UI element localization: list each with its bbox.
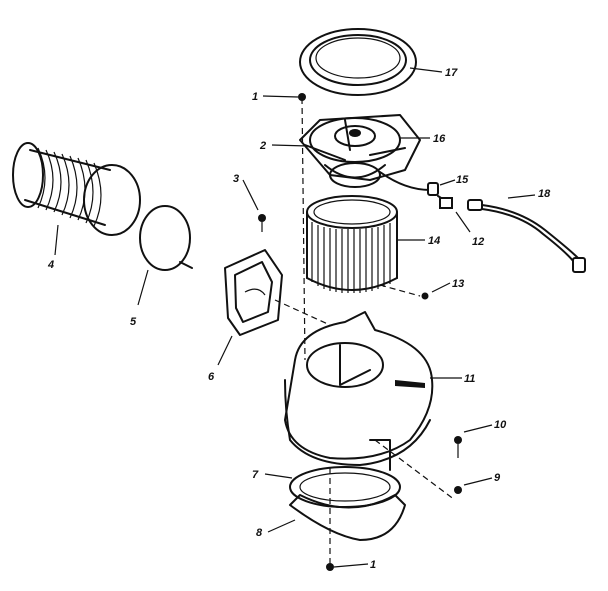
bottom-parts-drawing xyxy=(289,466,406,541)
label-10: 10 xyxy=(494,419,507,431)
screw-left-drawing xyxy=(258,214,266,232)
label-15: 15 xyxy=(456,174,469,186)
flex-duct-drawing xyxy=(12,142,141,236)
wire-clip-drawing xyxy=(379,171,453,209)
label-13: 13 xyxy=(452,278,464,290)
label-18: 18 xyxy=(538,188,551,200)
label-9: 9 xyxy=(494,472,501,484)
label-4: 4 xyxy=(47,259,54,271)
gasket-ring-drawing xyxy=(299,28,417,96)
motor-drawing xyxy=(299,114,421,188)
label-16: 16 xyxy=(433,133,446,145)
assembly-guide-lines xyxy=(274,97,456,565)
clamp-drawing xyxy=(139,205,193,271)
label-5: 5 xyxy=(130,316,137,328)
label-6: 6 xyxy=(208,371,215,383)
label-17: 17 xyxy=(445,67,458,79)
label-12: 12 xyxy=(472,236,484,248)
setscrew-drawing xyxy=(421,292,429,300)
screws-right-drawing xyxy=(454,436,462,494)
label-2: 2 xyxy=(259,140,266,152)
label-11: 11 xyxy=(464,373,475,385)
leader-lines xyxy=(54,67,536,568)
harness-drawing xyxy=(467,199,586,273)
label-1-top: 1 xyxy=(252,91,258,103)
label-14: 14 xyxy=(428,235,440,247)
label-1-bottom: 1 xyxy=(370,559,376,571)
label-7: 7 xyxy=(252,469,259,481)
blower-wheel-drawing xyxy=(306,195,398,293)
adapter-drawing xyxy=(224,249,283,336)
label-3: 3 xyxy=(233,173,239,185)
screws-one-drawing xyxy=(298,93,334,571)
label-8: 8 xyxy=(256,527,263,539)
housing-drawing xyxy=(284,311,434,471)
